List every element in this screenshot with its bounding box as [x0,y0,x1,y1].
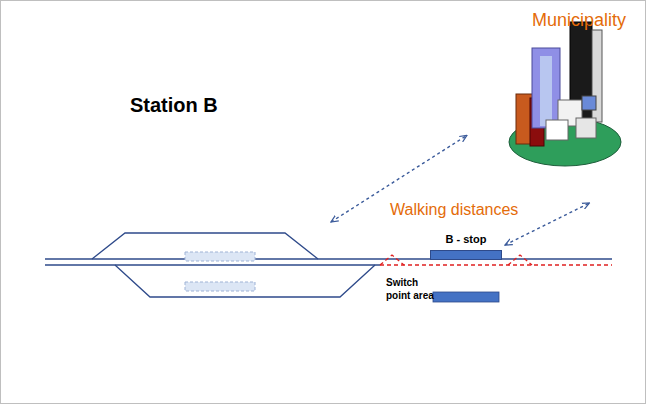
station-platform [185,282,255,291]
station-node: Station B [90,92,328,226]
node-label: Station B [130,94,328,117]
stop-platform [433,292,499,302]
stop-node: B - stop [430,230,502,260]
area-label: Switch point area [386,276,444,302]
stop-platform [430,250,502,260]
distance-label: Walking distances [390,200,518,221]
node-label: Municipality [470,10,626,31]
node-label: B - stop [430,233,502,245]
tracks [45,233,612,297]
station-platform [185,252,255,261]
city-icon [509,22,621,166]
municipality-node: Municipality [470,4,636,200]
